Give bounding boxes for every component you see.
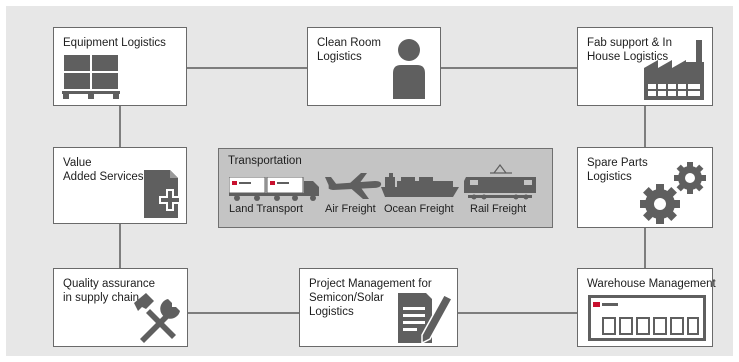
quality-assurance-label: Quality assurance in supply chain [63,278,156,304]
train-icon [464,164,536,200]
clean-room-logistics-box: Clean Room Logistics [307,27,441,106]
equipment-logistics-box: Equipment Logistics [53,27,187,106]
document-pen-icon [398,293,454,345]
value-added-services-label: Value Added Services [63,157,144,183]
fab-support-label: Fab support & In House Logistics [587,37,673,63]
warehouse-management-label: Warehouse Management [587,278,716,290]
airplane-icon [325,173,382,199]
transportation-title: Transportation [228,155,302,167]
rail-freight-label: Rail Freight [470,203,527,215]
spare-parts-box: Spare Parts Logistics [577,147,713,228]
warehouse-management-box: Warehouse Management [577,268,716,347]
factory-icon [644,40,704,100]
quality-assurance-box: Quality assurance in supply chain [53,268,188,347]
air-freight-label: Air Freight [325,203,376,215]
document-add-icon [144,170,181,218]
value-added-services-box: Value Added Services [53,147,187,224]
transportation-panel: Transportation [218,148,553,228]
truck-icon [229,177,319,201]
ocean-freight-label: Ocean Freight [384,203,454,215]
land-transport-label: Land Transport [229,203,303,215]
warehouse-icon [588,295,706,341]
clean-room-logistics-label: Clean Room Logistics [317,37,381,63]
ship-icon [381,173,459,197]
project-management-label: Project Management for Semicon/Solar Log… [309,278,432,318]
person-icon [393,39,425,99]
project-management-box: Project Management for Semicon/Solar Log… [299,268,458,347]
gears-icon [640,162,706,224]
pallet-boxes-icon [62,55,120,99]
fab-support-box: Fab support & In House Logistics [577,27,713,106]
tools-icon [134,293,180,343]
equipment-logistics-label: Equipment Logistics [63,37,166,49]
spare-parts-label: Spare Parts Logistics [587,157,648,183]
